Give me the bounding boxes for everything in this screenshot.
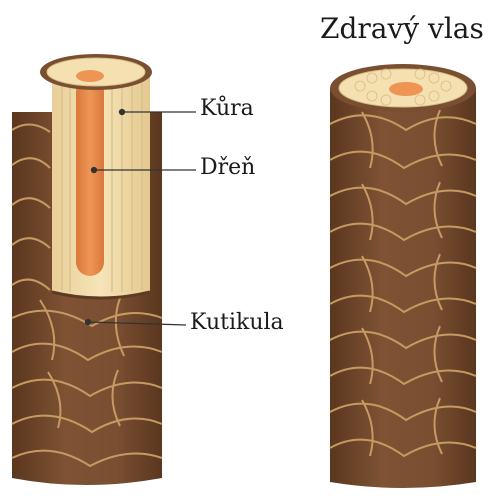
- diagram-title: Zdravý vlas: [320, 12, 484, 45]
- left-top-medulla-face: [76, 70, 104, 82]
- right-cuticle-body: [330, 88, 476, 488]
- label-kutikula: Kutikula: [190, 310, 284, 335]
- label-dren: Dřeň: [200, 155, 255, 180]
- right-top-medulla-face: [389, 82, 423, 96]
- left-hair-shaft: [12, 54, 162, 485]
- label-kura: Kůra: [200, 96, 254, 121]
- left-medulla: [76, 78, 104, 276]
- right-hair-shaft: [330, 64, 476, 488]
